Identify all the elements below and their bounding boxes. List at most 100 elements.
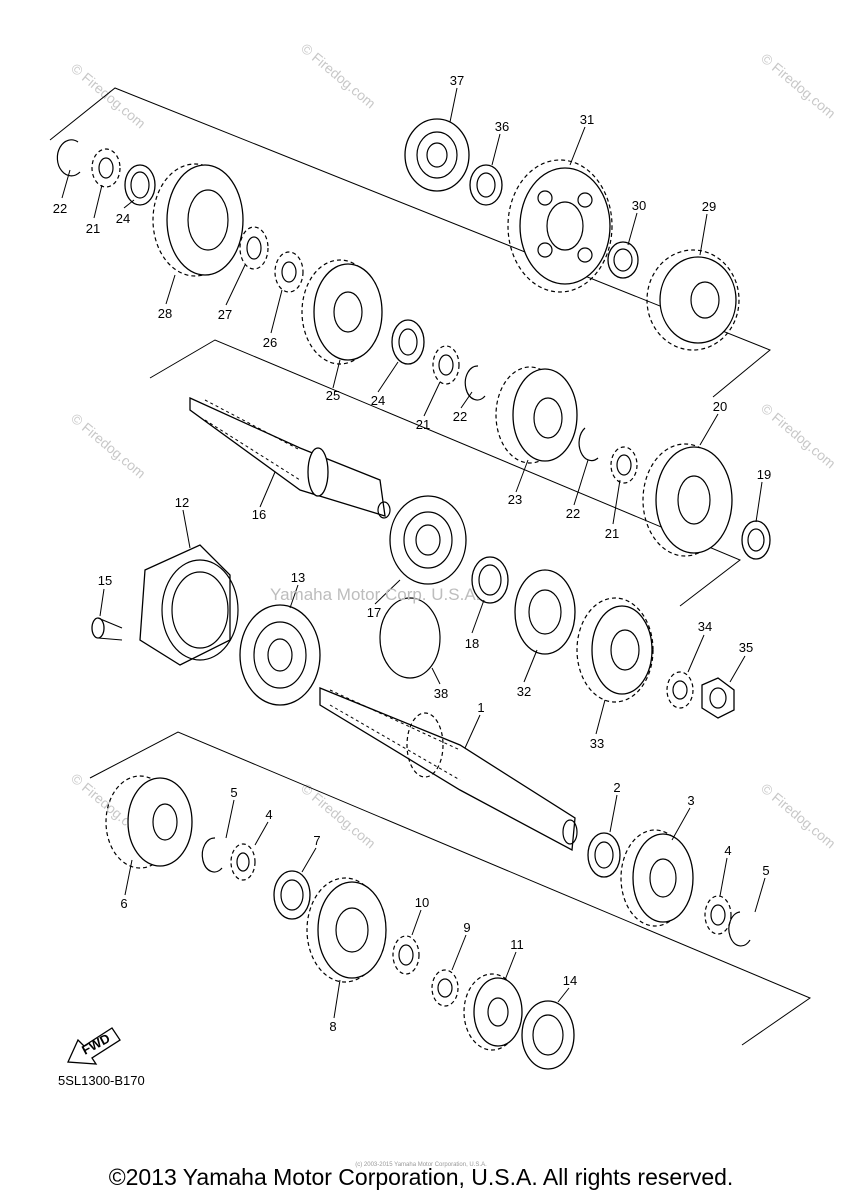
- part-31-gear: [507, 159, 613, 293]
- callout-34: 34: [698, 619, 712, 634]
- part-21-washer-b: [432, 345, 460, 385]
- part-15-screw: [91, 617, 123, 641]
- callout-11: 11: [510, 937, 524, 952]
- callout-27: 27: [218, 307, 232, 322]
- callout-22c: 22: [566, 506, 580, 521]
- callout-24b: 24: [371, 393, 385, 408]
- callout-22b: 22: [453, 409, 467, 424]
- part-12-bearing-housing: [139, 544, 239, 666]
- part-7-bearing: [273, 870, 311, 920]
- callout-17: 17: [367, 605, 381, 620]
- callout-7: 7: [313, 833, 320, 848]
- part-34-lock-washer: [666, 671, 694, 709]
- site-watermark: © Firedog.com: [68, 410, 149, 481]
- part-8-gear: [306, 877, 387, 983]
- callout-4: 4: [724, 843, 731, 858]
- fwd-arrow-icon: FWD: [67, 1027, 121, 1065]
- callout-labels: 37 36 31 30 29 22 21 24 28 27 26 25 24 2…: [53, 73, 771, 1034]
- callout-28: 28: [158, 306, 172, 321]
- callout-37: 37: [450, 73, 464, 88]
- part-5-circlip-b: [201, 837, 223, 873]
- part-6-gear: [105, 775, 193, 869]
- part-20-gear: [642, 443, 733, 557]
- callout-6: 6: [120, 896, 127, 911]
- part-29-gear: [646, 249, 740, 351]
- part-19-bushing: [741, 520, 771, 560]
- site-watermark: © Firedog.com: [298, 40, 379, 111]
- callout-23: 23: [508, 492, 522, 507]
- callout-1: 1: [477, 700, 484, 715]
- callout-19: 19: [757, 467, 771, 482]
- part-22-circlip-b: [464, 365, 486, 401]
- part-9-washer: [431, 969, 459, 1007]
- part-33-sprocket: [576, 597, 654, 703]
- callout-32: 32: [517, 684, 531, 699]
- part-28-gear: [152, 163, 244, 277]
- callout-38: 38: [434, 686, 448, 701]
- callout-24: 24: [116, 211, 130, 226]
- part-24-bearing-b: [391, 319, 425, 365]
- callout-14: 14: [563, 973, 577, 988]
- part-2-bushing: [587, 832, 621, 878]
- part-21-washer-c: [610, 446, 638, 484]
- part-24-bearing: [124, 164, 156, 206]
- callout-5b: 5: [230, 785, 237, 800]
- part-21-washer: [91, 148, 121, 188]
- callout-35: 35: [739, 640, 753, 655]
- callout-9: 9: [463, 920, 470, 935]
- callout-16: 16: [252, 507, 266, 522]
- part-11-gear: [463, 973, 523, 1051]
- callout-29: 29: [702, 199, 716, 214]
- part-14-bearing: [521, 1000, 575, 1070]
- part-4-washer: [704, 895, 732, 935]
- lower-frame: [89, 731, 812, 1046]
- callout-21c: 21: [605, 526, 619, 541]
- diagram-code: 5SL1300-B170: [58, 1073, 145, 1088]
- site-watermark: © Firedog.com: [298, 780, 379, 851]
- part-36-washer: [469, 164, 503, 206]
- part-23-gear: [495, 366, 578, 464]
- part-22-circlip: [56, 139, 81, 177]
- callout-18: 18: [465, 636, 479, 651]
- callout-10: 10: [415, 895, 429, 910]
- callout-25: 25: [326, 388, 340, 403]
- part-38-ring: [379, 597, 441, 679]
- part-18-bushing: [471, 556, 509, 604]
- callout-20: 20: [713, 399, 727, 414]
- callout-36: 36: [495, 119, 509, 134]
- callout-33: 33: [590, 736, 604, 751]
- part-37-bearing: [404, 118, 470, 192]
- part-30-bushing: [607, 241, 639, 279]
- callout-12: 12: [175, 495, 189, 510]
- site-watermark: © Firedog.com: [68, 60, 149, 131]
- part-22-circlip-c: [578, 427, 599, 462]
- part-35-nut: [701, 677, 735, 719]
- part-1-drive-axle: [319, 687, 578, 852]
- part-27-washer: [239, 226, 269, 270]
- part-32-washer: [514, 569, 576, 655]
- callout-2: 2: [613, 780, 620, 795]
- upper-frame: [49, 87, 771, 398]
- copyright-notice: ©2013 Yamaha Motor Corporation, U.S.A. A…: [108, 1164, 734, 1190]
- part-10-washer: [392, 935, 420, 975]
- site-watermark: © Firedog.com: [758, 780, 839, 851]
- part-17-bearing: [389, 495, 467, 585]
- part-16-main-axle: [189, 396, 391, 519]
- site-watermark: © Firedog.com: [758, 50, 839, 121]
- callout-15: 15: [98, 573, 112, 588]
- callout-13: 13: [291, 570, 305, 585]
- callout-31: 31: [580, 112, 594, 127]
- site-watermark: © Firedog.com: [758, 400, 839, 471]
- part-26-washer: [274, 251, 304, 293]
- callout-4b: 4: [265, 807, 272, 822]
- tiny-notice: (c) 2003-2015 Yamaha Motor Corporation, …: [355, 1162, 487, 1168]
- callout-3: 3: [687, 793, 694, 808]
- callout-8: 8: [329, 1019, 336, 1034]
- part-13-bearing: [239, 604, 321, 706]
- part-3-gear: [620, 829, 694, 927]
- callout-5: 5: [762, 863, 769, 878]
- callout-22: 22: [53, 201, 67, 216]
- part-25-gear: [301, 259, 383, 365]
- part-5-circlip: [728, 911, 751, 947]
